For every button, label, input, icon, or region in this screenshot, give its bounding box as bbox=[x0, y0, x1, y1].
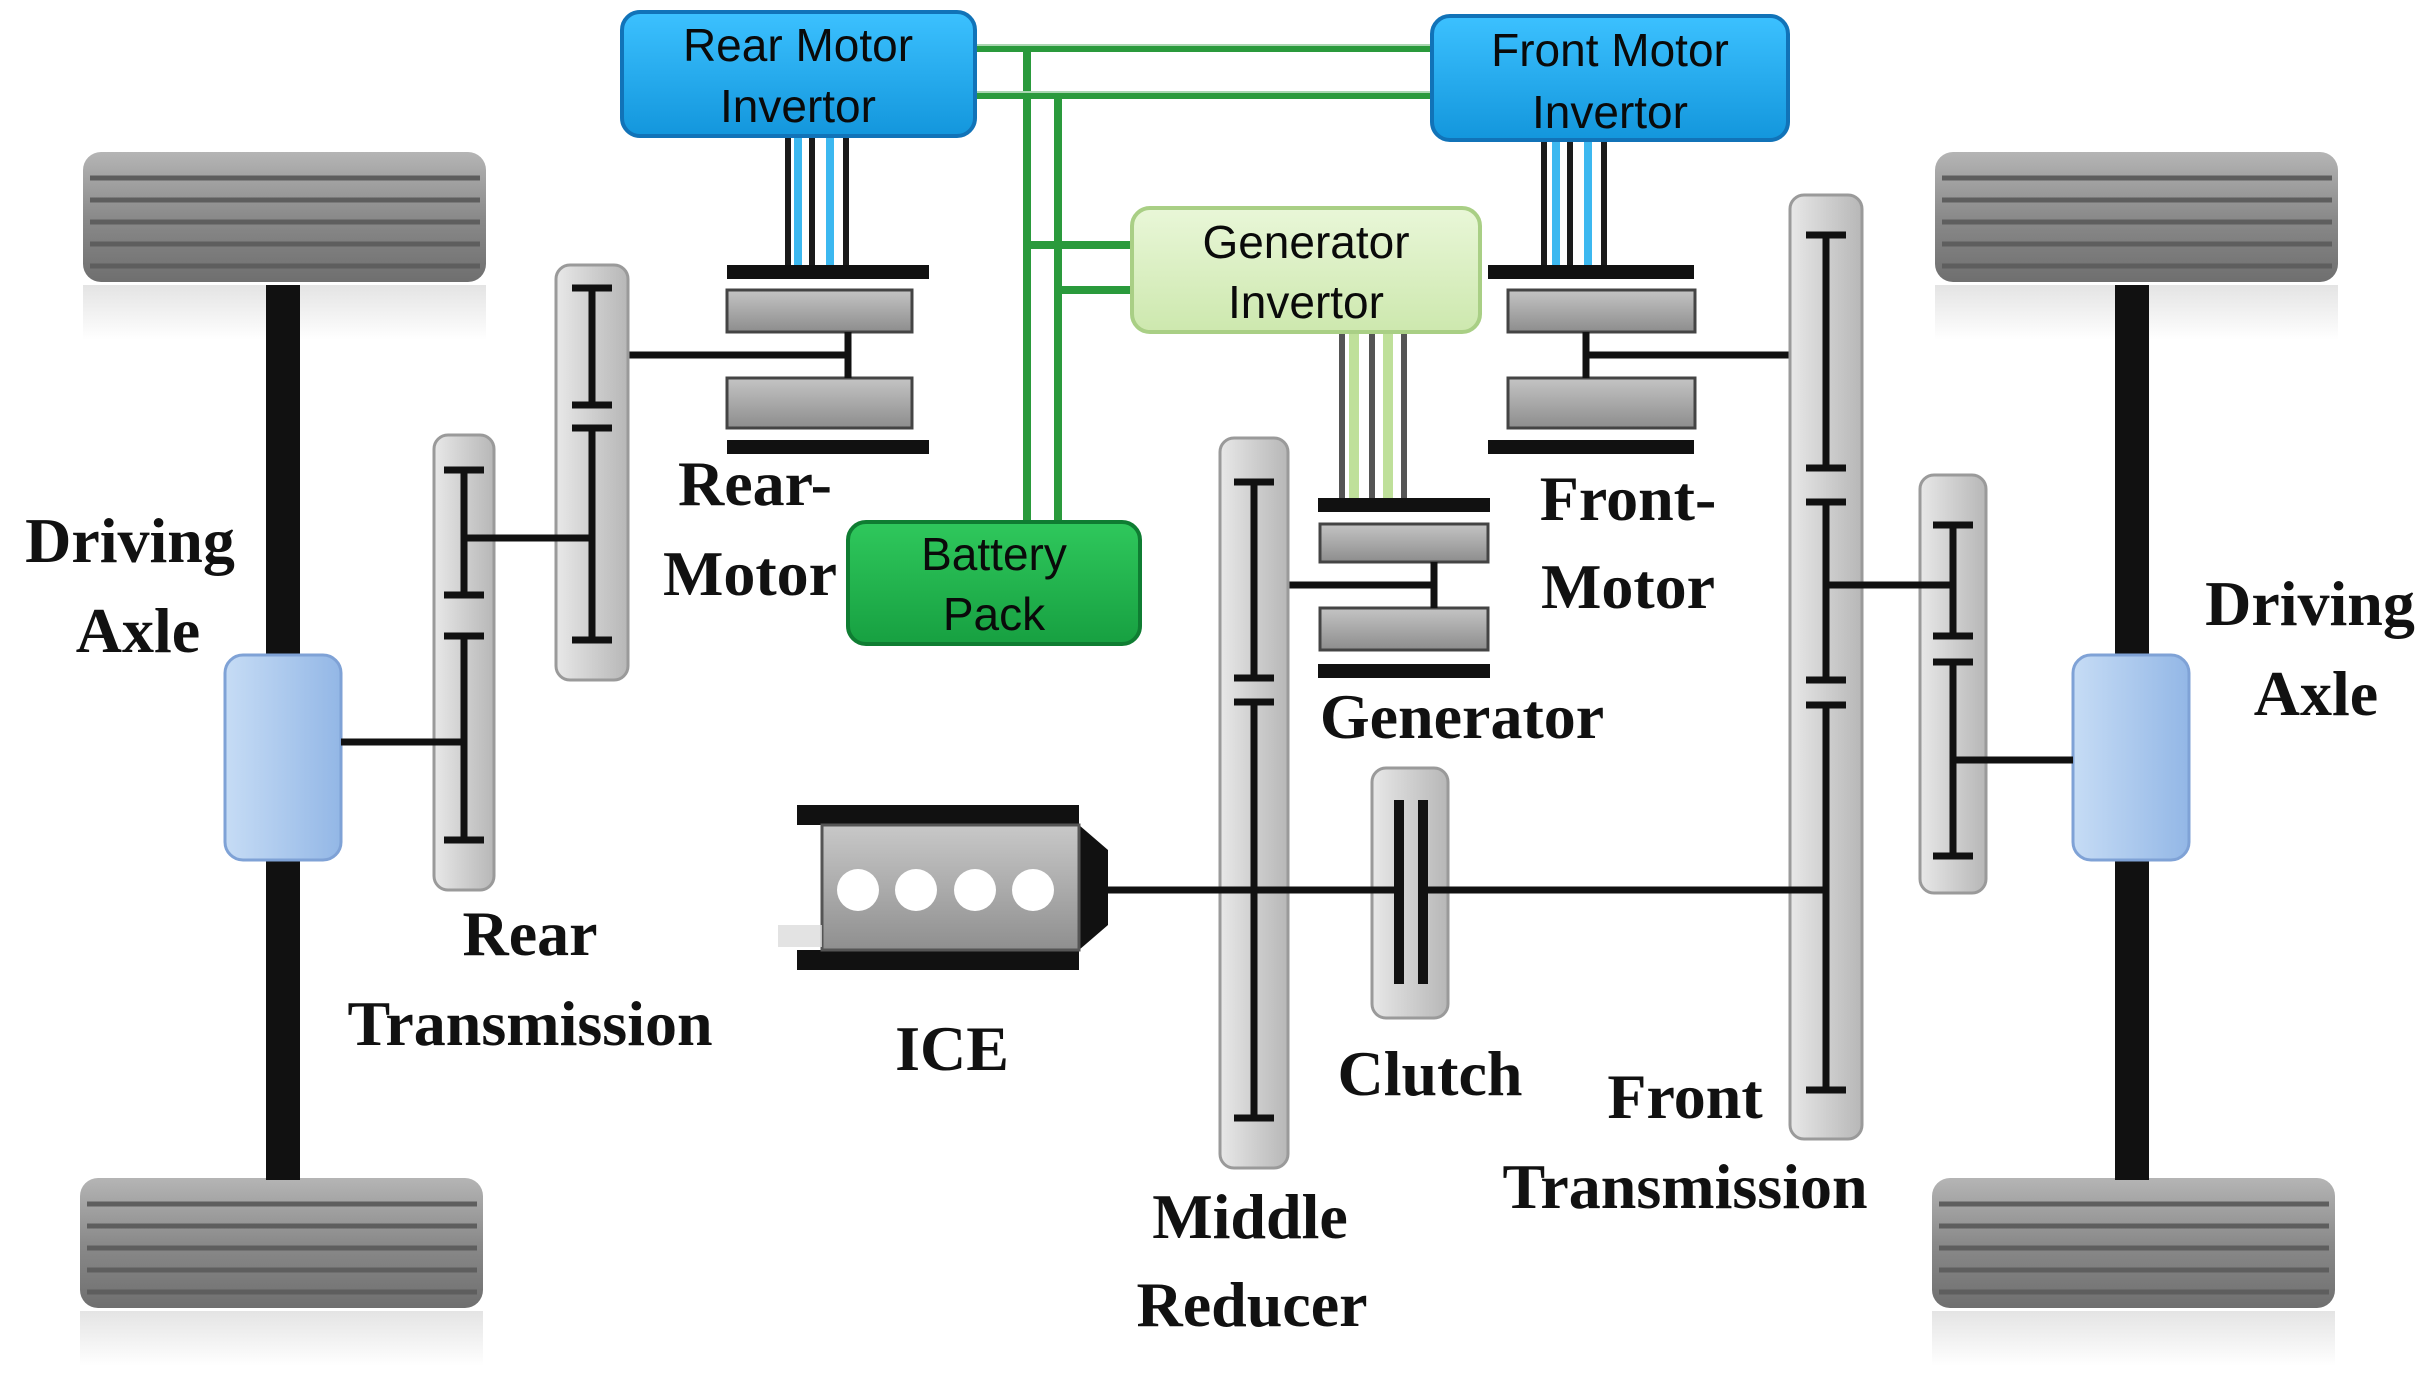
rear-transmission-label: Rear Transmission bbox=[347, 898, 712, 1059]
clutch-label: Clutch bbox=[1338, 1038, 1523, 1109]
rear-motor bbox=[725, 265, 929, 454]
driving-axle-right-line2: Axle bbox=[2254, 658, 2378, 729]
middle-reducer-label-line2: Reducer bbox=[1136, 1269, 1367, 1340]
generator-label: Generator bbox=[1320, 681, 1604, 752]
battery-pack-line1: Battery bbox=[921, 528, 1067, 580]
generator-invertor-line1: Generator bbox=[1202, 216, 1409, 268]
generator-invertor: Generator Invertor bbox=[1130, 206, 1482, 334]
tire-rear-bottom bbox=[80, 1178, 483, 1366]
driving-axle-left-label: Driving Axle bbox=[25, 505, 235, 666]
rear-motor-invertor-line2: Invertor bbox=[720, 80, 876, 132]
rear-transmission-shaft-outer bbox=[432, 433, 496, 892]
ice-label: ICE bbox=[895, 1013, 1009, 1084]
front-motor-invertor-line1: Front Motor bbox=[1491, 24, 1729, 76]
front-motor bbox=[1488, 265, 1697, 454]
front-transmission-label: Front Transmission bbox=[1502, 1061, 1867, 1222]
front-motor-label-line1: Front- bbox=[1540, 463, 1717, 534]
generator-phase-lines bbox=[1339, 332, 1407, 498]
driving-axle-left-line1: Driving bbox=[25, 505, 235, 576]
front-transmission-shaft-inner bbox=[1918, 473, 1988, 895]
middle-reducer-shaft bbox=[1218, 436, 1290, 1170]
hv-bus-lines bbox=[975, 44, 1432, 522]
front-motor-invertor: Front Motor Invertor bbox=[1430, 14, 1790, 142]
front-transmission-shaft-outer bbox=[1788, 193, 1864, 1141]
front-differential bbox=[2071, 653, 2191, 862]
rear-motor-phase-lines bbox=[785, 136, 849, 265]
battery-pack: Battery Pack bbox=[846, 520, 1142, 646]
rear-motor-label-line1: Rear- bbox=[678, 448, 832, 519]
front-motor-label: Front- Motor bbox=[1540, 463, 1717, 622]
rear-motor-invertor: Rear Motor Invertor bbox=[620, 10, 977, 138]
rear-motor-invertor-line1: Rear Motor bbox=[683, 19, 913, 71]
rear-transmission-label-line1: Rear bbox=[462, 898, 597, 969]
driving-axle-left-line2: Axle bbox=[76, 595, 200, 666]
generator-machine bbox=[1318, 498, 1490, 678]
generator-invertor-line2: Invertor bbox=[1228, 276, 1384, 328]
ice-engine bbox=[778, 805, 1108, 970]
rear-differential bbox=[223, 653, 343, 862]
battery-pack-line2: Pack bbox=[943, 588, 1046, 640]
tire-front-bottom bbox=[1932, 1178, 2335, 1366]
front-motor-invertor-line2: Invertor bbox=[1532, 86, 1688, 138]
rear-motor-label: Rear- Motor bbox=[663, 448, 837, 609]
middle-reducer-label: Middle Reducer bbox=[1136, 1181, 1367, 1340]
front-transmission-label-line2: Transmission bbox=[1502, 1151, 1867, 1222]
front-motor-phase-lines bbox=[1541, 140, 1607, 265]
front-transmission-label-line1: Front bbox=[1607, 1061, 1763, 1132]
rear-transmission-label-line2: Transmission bbox=[347, 988, 712, 1059]
rear-motor-label-line2: Motor bbox=[663, 538, 837, 609]
driving-axle-right-line1: Driving bbox=[2205, 568, 2415, 639]
middle-reducer-label-line1: Middle bbox=[1152, 1181, 1348, 1252]
front-motor-label-line2: Motor bbox=[1541, 551, 1715, 622]
rear-transmission-shaft-inner bbox=[554, 263, 630, 682]
driving-axle-right-label: Driving Axle bbox=[2205, 568, 2415, 729]
